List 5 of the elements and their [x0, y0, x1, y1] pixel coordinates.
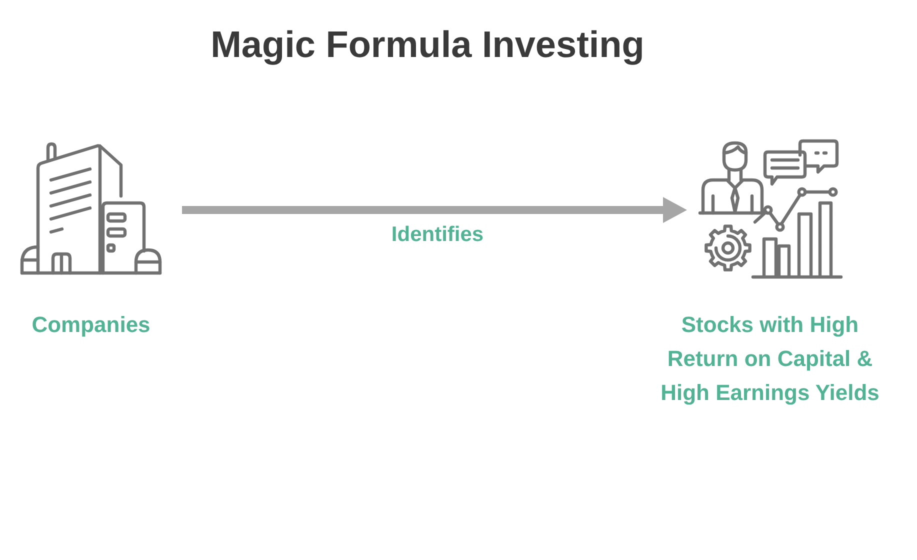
title: Magic Formula Investing [210, 24, 646, 66]
node-caption: Companies [30, 311, 152, 339]
node-caption: Stocks with High Return on Capital & High Earnings Yields [660, 311, 880, 407]
businessman-chart-icon [697, 137, 843, 280]
arrow [182, 197, 687, 223]
